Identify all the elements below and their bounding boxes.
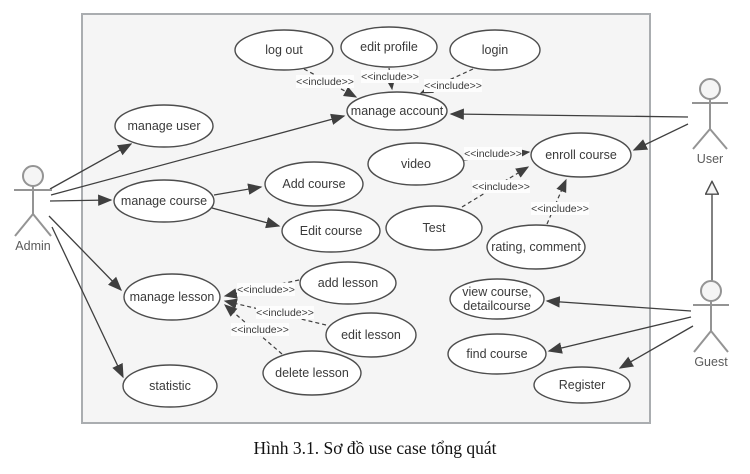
stick-figure-icon — [14, 165, 52, 237]
actor-user-label: User — [697, 152, 723, 166]
usecase-edit-profile: edit profile — [340, 26, 438, 68]
usecase-add-course: Add course — [264, 161, 364, 207]
svg-text:<<include>>: <<include>> — [237, 284, 295, 296]
usecase-manage-account: manage account — [346, 91, 448, 131]
stick-figure-icon — [692, 78, 728, 150]
usecase-manage-lesson-label: manage lesson — [130, 290, 215, 304]
usecase-statistic-label: statistic — [149, 379, 191, 393]
include-label: <<include>> — [296, 75, 354, 88]
include-label: <<include>> — [256, 306, 314, 319]
usecase-statistic: statistic — [122, 364, 218, 408]
usecase-register-label: Register — [559, 378, 606, 392]
include-label: <<include>> — [472, 180, 530, 193]
usecase-manage-course-label: manage course — [121, 194, 207, 208]
usecase-find-course-label: find course — [466, 347, 527, 361]
usecase-delete-lesson: delete lesson — [262, 350, 362, 396]
usecase-video-label: video — [401, 157, 431, 171]
usecase-add-course-label: Add course — [282, 177, 345, 191]
usecase-login-label: login — [482, 43, 508, 57]
edge-manage-course-edit-course — [211, 207, 281, 229]
actor-guest: Guest — [693, 280, 729, 369]
usecase-edit-course-label: Edit course — [300, 224, 363, 238]
usecase-rating-comment: rating, comment — [486, 224, 586, 270]
svg-text:<<include>>: <<include>> — [464, 148, 522, 160]
usecase-register: Register — [533, 366, 631, 404]
usecase-manage-account-label: manage account — [351, 104, 444, 118]
edge-admin-manage-course — [49, 194, 113, 206]
edge-guest-find-course — [547, 316, 692, 354]
svg-text:<<include>>: <<include>> — [231, 324, 289, 336]
edge-manage-course-add-course — [213, 183, 263, 196]
edge-admin-manage-user — [49, 143, 133, 190]
edge-admin-statistic — [51, 226, 124, 379]
usecase-add-lesson-label: add lesson — [318, 276, 379, 290]
include-label: <<include>> — [531, 202, 589, 215]
svg-text:<<include>>: <<include>> — [472, 181, 530, 193]
edge-guest-view-course — [545, 296, 692, 312]
usecase-test: Test — [385, 205, 483, 251]
usecase-edit-lesson: edit lesson — [325, 312, 417, 358]
usecase-test-label: Test — [423, 221, 446, 235]
usecase-manage-lesson: manage lesson — [123, 273, 221, 321]
figure-caption: Hình 3.1. Sơ đồ use case tổng quát — [253, 438, 497, 458]
usecase-manage-course: manage course — [113, 179, 215, 223]
actor-admin-label: Admin — [15, 239, 50, 253]
edge-user-enroll-course — [632, 123, 689, 151]
usecase-enroll-course-label: enroll course — [545, 148, 617, 162]
svg-text:<<include>>: <<include>> — [256, 307, 314, 319]
include-labels: <<include>> <<include>> <<include>> <<in… — [231, 70, 589, 336]
include-label: <<include>> — [231, 323, 289, 336]
svg-text:<<include>>: <<include>> — [296, 76, 354, 88]
usecase-view-course-label-line2: detailcourse — [463, 299, 530, 313]
usecase-login: login — [449, 29, 541, 71]
include-label: <<include>> — [237, 283, 295, 296]
usecase-edit-course: Edit course — [281, 209, 381, 253]
svg-text:<<include>>: <<include>> — [361, 71, 419, 83]
usecase-find-course: find course — [447, 333, 547, 375]
include-label: <<include>> — [424, 79, 482, 92]
usecase-delete-lesson-label: delete lesson — [275, 366, 349, 380]
edge-guest-register — [618, 325, 694, 369]
usecase-rating-comment-label: rating, comment — [491, 240, 581, 254]
actor-guest-label: Guest — [694, 355, 728, 369]
usecase-view-course-detailcourse: view course, detailcourse — [449, 278, 545, 320]
usecase-manage-user-label: manage user — [128, 119, 201, 133]
edge-user-manage-account — [449, 108, 689, 120]
usecase-add-lesson: add lesson — [299, 261, 397, 305]
usecase-manage-user: manage user — [114, 104, 214, 148]
actor-user: User — [692, 78, 728, 166]
edge-admin-manage-account — [50, 113, 346, 196]
usecase-log-out-label: log out — [265, 43, 303, 57]
svg-text:<<include>>: <<include>> — [531, 203, 589, 215]
usecase-video: video — [367, 142, 465, 186]
edge-admin-manage-lesson — [48, 215, 122, 292]
include-label: <<include>> — [361, 70, 419, 83]
usecase-log-out: log out — [234, 29, 334, 71]
usecase-enroll-course: enroll course — [530, 132, 632, 178]
svg-text:<<include>>: <<include>> — [424, 80, 482, 92]
stick-figure-icon — [693, 280, 729, 353]
include-label: <<include>> — [464, 147, 522, 160]
usecase-edit-profile-label: edit profile — [360, 40, 418, 54]
usecase-edit-lesson-label: edit lesson — [341, 328, 401, 342]
usecase-diagram-canvas: log out edit profile login manage accoun… — [14, 13, 729, 424]
actor-admin: Admin — [14, 165, 52, 253]
usecase-view-course-label-line1: view course, — [462, 285, 531, 299]
